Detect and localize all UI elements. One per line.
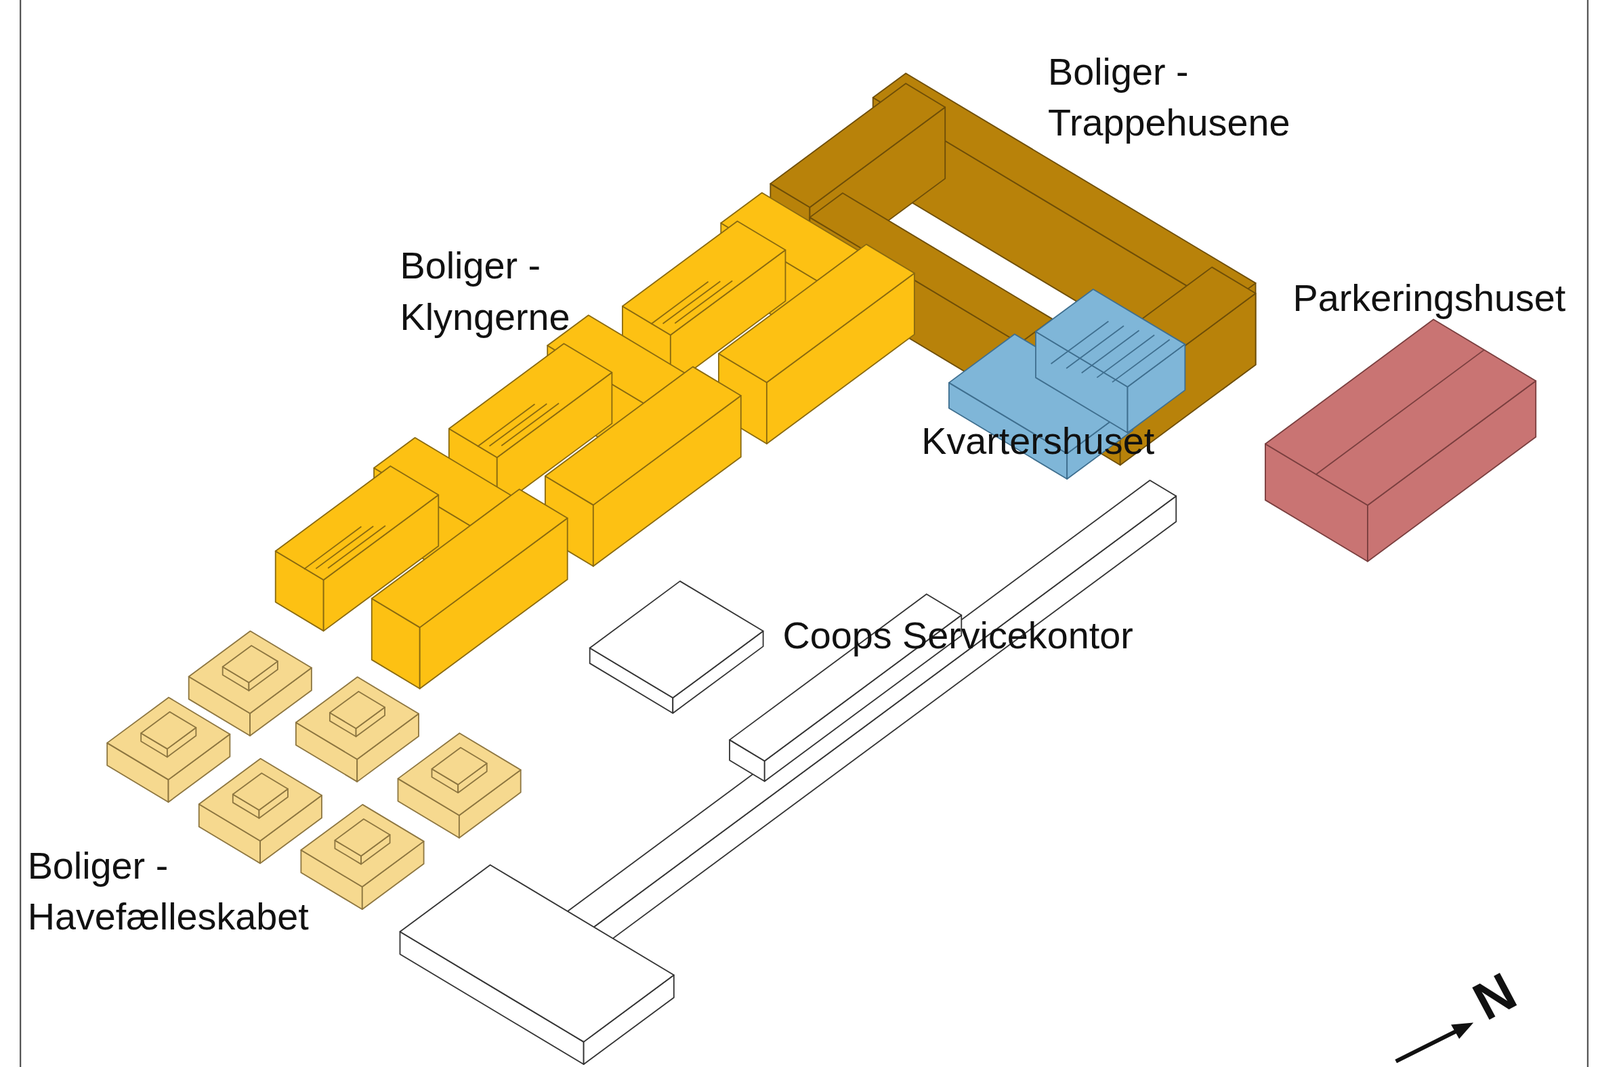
office-block (400, 865, 675, 1065)
garden-house-court (233, 772, 288, 819)
stair-line (304, 526, 362, 570)
stair-line (327, 525, 386, 569)
housing-block (545, 366, 742, 566)
building-face (718, 244, 915, 383)
housing-block (371, 489, 568, 689)
building-face (334, 818, 390, 857)
building-face (329, 691, 385, 729)
stair-line (663, 281, 721, 324)
building-face (222, 645, 278, 683)
building-group (107, 73, 1536, 1065)
garden-house-court (140, 711, 196, 758)
office-block (550, 480, 1176, 965)
stair-line (501, 403, 559, 446)
parking-building (1265, 319, 1536, 561)
area-label: Boliger - Havefælleskabet (27, 840, 355, 943)
building-face (296, 676, 419, 759)
garden-house-court (334, 818, 390, 865)
area-label: Boliger - Klyngerne (400, 241, 615, 344)
office-block (590, 581, 764, 714)
stair-line (315, 526, 374, 570)
north-arrow-shaft (1396, 1028, 1462, 1061)
building-face (1035, 289, 1185, 387)
stair-line (650, 281, 709, 325)
building-face (300, 804, 424, 887)
building-face (400, 865, 675, 1042)
building-face (590, 581, 764, 698)
garden-house (300, 804, 424, 910)
building-face (550, 480, 1176, 939)
garden-house-court (222, 645, 278, 691)
garden-house (397, 732, 521, 838)
stair-line (1051, 321, 1109, 364)
building-face (199, 758, 322, 841)
area-label: Coops Servicekontor (782, 610, 1133, 662)
roof-ridge (1316, 349, 1485, 475)
north-arrow-head (1450, 1022, 1474, 1039)
building-face (233, 772, 288, 811)
garden-house (296, 676, 419, 782)
building-face (432, 747, 488, 786)
stair-line (1081, 330, 1140, 374)
garden-house (107, 697, 230, 803)
building-face (371, 489, 568, 628)
building-face (770, 83, 945, 208)
north-arrow (1396, 1022, 1474, 1061)
building-face (622, 220, 786, 335)
building-face (545, 366, 742, 505)
community-house (1035, 289, 1185, 433)
north-label: N (1465, 964, 1524, 1028)
housing-block (718, 244, 915, 444)
area-label: Boliger - Trappehusene (1047, 46, 1344, 150)
stair-line (1096, 335, 1155, 378)
stair-line (1112, 339, 1170, 383)
stair-line (674, 281, 733, 324)
garden-house-court (432, 747, 488, 794)
building-face (140, 711, 196, 750)
building-face (577, 495, 1176, 965)
area-label: Kvartershuset (921, 416, 1155, 468)
stair-line (477, 404, 536, 448)
building-face (397, 732, 521, 815)
building-face (1265, 319, 1536, 505)
building-face (107, 697, 230, 780)
stair-line (1066, 325, 1124, 369)
area-label: Parkeringshuset (1293, 273, 1567, 325)
stair-line (489, 403, 547, 447)
frame-line (1587, 0, 1589, 1067)
building-face (449, 343, 613, 458)
frame-line (19, 0, 21, 1067)
building-face (275, 466, 439, 580)
garden-house-court (329, 691, 385, 738)
building-face (188, 631, 312, 714)
